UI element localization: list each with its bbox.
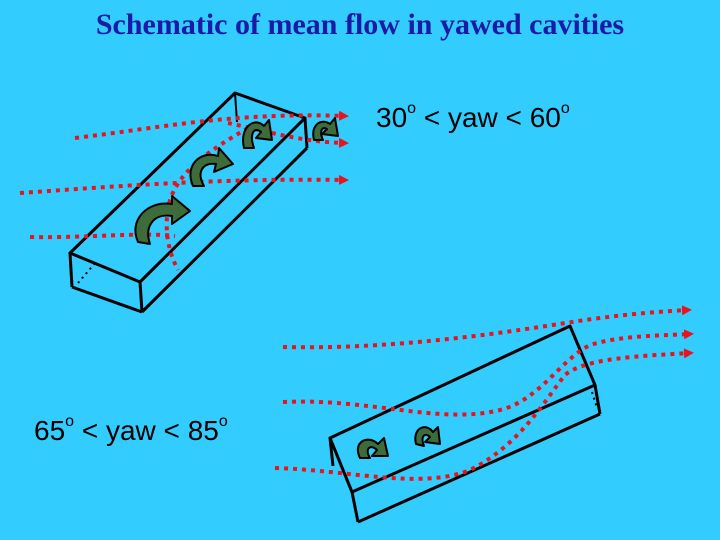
cavity-top-hidden-edge [77, 261, 97, 284]
yaw-range-label-bottom: 65o < yaw < 85o [34, 412, 228, 447]
degree-symbol: o [218, 412, 228, 430]
cavity-bottom [328, 324, 602, 524]
degree-symbol: o [560, 99, 570, 117]
streamline [282, 305, 692, 350]
cavity-bottom-edge [593, 384, 602, 415]
streamline [282, 329, 694, 417]
streamline [29, 232, 176, 240]
cavity-bottom-edge [357, 412, 601, 524]
yaw-max-value: 60 [529, 102, 561, 133]
cavity-top-edge [68, 252, 74, 288]
streamline [227, 121, 349, 148]
streamline [164, 126, 250, 271]
yaw-range-label-top: 30o < yaw < 60o [376, 99, 570, 134]
vortex-arrow-icon [189, 147, 234, 187]
vortices-bottom [357, 426, 441, 459]
slide-title: Schematic of mean flow in yawed cavities [95, 8, 625, 41]
degree-symbol: o [65, 412, 75, 430]
cavity-top-edge [138, 281, 144, 313]
streamline [274, 348, 694, 481]
cavity-top-edge [303, 117, 309, 149]
yaw-max-value: 85 [187, 415, 219, 446]
yaw-range-text: < yaw < [74, 415, 188, 446]
vortex-arrow-icon [312, 117, 339, 141]
cavity-bottom-edge [328, 437, 335, 467]
vortex-arrow-icon [357, 437, 389, 459]
cavity-top-edge [71, 285, 143, 314]
streamlines-top [19, 110, 349, 271]
vortices-top [134, 117, 339, 245]
vortex-arrow-icon [242, 119, 273, 149]
vortex-arrow-icon [134, 195, 191, 245]
streamline [19, 174, 349, 195]
cavity-bottom-opening [328, 324, 597, 494]
streamlines-bottom [274, 305, 694, 481]
yaw-min-value: 65 [34, 415, 66, 446]
cavity-top-edge [140, 146, 309, 314]
degree-symbol: o [407, 99, 417, 117]
yaw-range-text: < yaw < [416, 102, 530, 133]
cavity-bottom-hidden-edge [591, 391, 598, 409]
vortex-arrow-icon [414, 426, 441, 447]
cavity-top [68, 91, 309, 314]
yaw-min-value: 30 [376, 102, 408, 133]
cavity-bottom-edge [350, 491, 360, 523]
